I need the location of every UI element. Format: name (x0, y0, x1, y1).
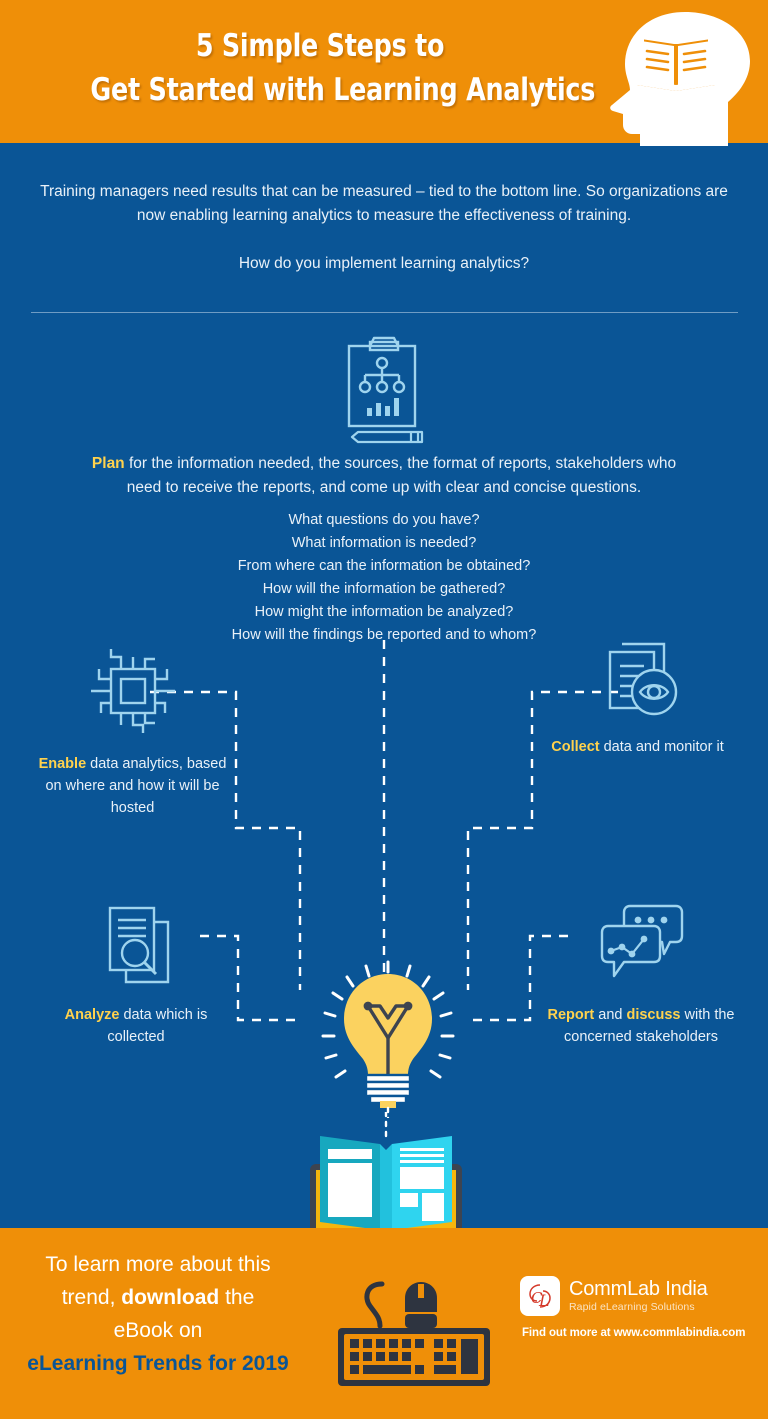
cta-line-2-post: the (219, 1286, 255, 1309)
step-report-mid: and (594, 1007, 627, 1023)
commlab-cl-logo-icon: C L (520, 1276, 560, 1316)
step-collect-caption: Collect data and monitor it (535, 736, 740, 758)
step-analyze: Analyze data which is collected (36, 898, 236, 1048)
step-enable-keyword: Enable (38, 756, 87, 772)
brand-tagline: Rapid eLearning Solutions (569, 1300, 695, 1313)
cta-line-3: eBook on (113, 1319, 203, 1342)
plan-description: Plan for the information needed, the sou… (84, 452, 684, 500)
cta-text: To learn more about this trend, download… (8, 1248, 308, 1380)
intro-question: How do you implement learning analytics? (238, 255, 530, 272)
step-report-text: with the concerned stakeholders (564, 1007, 735, 1045)
page-title: 5 Simple Steps to Get Started with Learn… (90, 24, 596, 112)
step-collect-text: data and monitor it (599, 739, 724, 755)
plan-keyword: Plan (91, 455, 125, 472)
brand-name: CommLab India (569, 1277, 708, 1300)
microchip-icon (90, 649, 175, 733)
cta-line-2-pre: trend, (61, 1286, 122, 1309)
svg-text:C: C (531, 1289, 543, 1307)
step-enable: Enable data analytics, based on where an… (30, 645, 235, 819)
svg-text:L: L (538, 1291, 550, 1310)
lightbulb-idea-icon (321, 960, 455, 1118)
step-report-keyword-2: discuss (626, 1007, 681, 1023)
plan-body: for the information needed, the sources,… (124, 455, 677, 496)
step-enable-caption: Enable data analytics, based on where an… (30, 753, 235, 819)
plan-question-4: How will the information be gathered? (262, 581, 506, 597)
cta-line-2: trend, download the (8, 1281, 308, 1314)
plan-question-6: How will the findings be reported and to… (231, 627, 537, 643)
brand-block: C L CommLab India Rapid eLearning Soluti… (520, 1276, 760, 1339)
title-line-1: 5 Simple Steps to (195, 28, 445, 64)
step-report-keyword: Report (547, 1007, 595, 1023)
step-analyze-caption: Analyze data which is collected (36, 1004, 236, 1048)
step-analyze-keyword: Analyze (64, 1007, 120, 1023)
title-line-2: Get Started with Learning Analytics (90, 72, 596, 108)
step-analyze-text: data which is collected (107, 1007, 208, 1045)
step-enable-text: data analytics, based on where and how i… (45, 756, 227, 816)
documents-magnifier-icon (108, 906, 170, 984)
step-report: Report and discuss with the concerned st… (536, 898, 746, 1048)
head-with-book-icon (610, 12, 750, 146)
plan-question-3: From where can the information be obtain… (237, 558, 531, 574)
step-collect-keyword: Collect (551, 739, 600, 755)
document-eye-icon (608, 642, 677, 716)
plan-question-5: How might the information be analyzed? (254, 604, 514, 620)
keyboard-mouse-icon (338, 1281, 490, 1386)
section-divider (31, 312, 738, 313)
cta-download-word: download (121, 1286, 220, 1309)
plan-question-1: What questions do you have? (288, 512, 480, 528)
clipboard-chart-pencil-icon (347, 336, 424, 444)
intro-paragraph: Training managers need results that can … (40, 183, 728, 224)
plan-question-list: What questions do you have? What informa… (134, 509, 634, 647)
speech-bubbles-chart-icon (600, 904, 684, 978)
step-collect: Collect data and monitor it (535, 630, 740, 758)
brand-row: C L CommLab India Rapid eLearning Soluti… (520, 1276, 760, 1316)
brand-url[interactable]: Find out more at www.commlabindia.com (522, 1327, 746, 1339)
cta-line-1: To learn more about this (45, 1253, 271, 1276)
footer-banner (0, 1228, 768, 1419)
plan-question-2: What information is needed? (291, 535, 477, 551)
cta-ebook-title[interactable]: eLearning Trends for 2019 (27, 1352, 289, 1375)
header-banner: 5 Simple Steps to Get Started with Learn… (0, 0, 768, 146)
step-report-caption: Report and discuss with the concerned st… (536, 1004, 746, 1048)
